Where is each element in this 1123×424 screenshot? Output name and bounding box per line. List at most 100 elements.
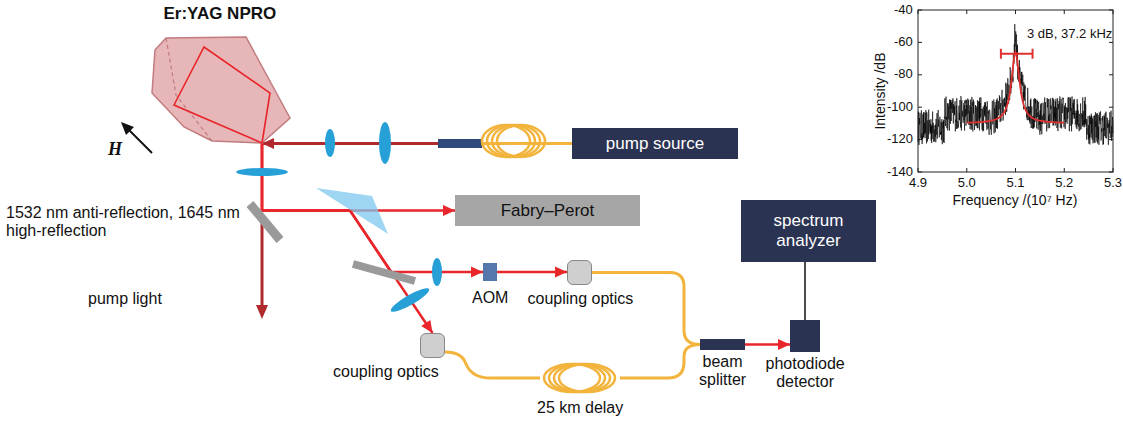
- fiber-connector: [438, 139, 482, 148]
- node-label: Er:YAG NPRO: [164, 4, 277, 24]
- arrowhead: [471, 267, 483, 278]
- fiber-loop: [497, 125, 545, 157]
- lens: [388, 285, 431, 316]
- fiber-line: [592, 273, 700, 345]
- connector: [445, 352, 540, 378]
- tick: [918, 42, 922, 43]
- detector: photodiode detector: [790, 320, 820, 352]
- tick: [918, 172, 922, 173]
- fiber-line: [620, 345, 700, 379]
- fiber-line: [445, 352, 540, 378]
- fiber-loop: [492, 125, 540, 157]
- fiber-coil: [540, 362, 620, 394]
- lens: [236, 168, 288, 176]
- dichroic-mirror: [250, 204, 280, 240]
- tick: [918, 10, 922, 11]
- spectrum-trace: [918, 24, 1113, 145]
- node-label: photodiode detector: [766, 355, 845, 392]
- axis-label: Frequency /(10⁷ Hz): [953, 192, 1078, 208]
- node-label: coupling optics: [333, 363, 439, 381]
- spectrum-chart: [918, 10, 1113, 172]
- tick: [966, 168, 967, 172]
- tick: [1109, 172, 1113, 173]
- coupler: coupling optics: [420, 333, 445, 358]
- arrowhead: [555, 267, 567, 278]
- tick: [1064, 168, 1065, 172]
- node-label: AOM: [472, 289, 508, 307]
- plot-frame: [918, 10, 1113, 172]
- axis-label: Intensity /dB: [872, 53, 888, 130]
- lens: [379, 122, 391, 164]
- fiber-coil: [482, 125, 545, 157]
- crystal-outline: [150, 35, 290, 145]
- annotation: 3 dB, 37.2 kHz: [1027, 27, 1112, 42]
- lorentz-fit: [967, 52, 1065, 123]
- connector: [620, 345, 700, 379]
- fiber-loop: [544, 364, 600, 392]
- fiber-loop: [554, 364, 610, 392]
- beam-line: [482, 142, 572, 145]
- beam-line: [262, 142, 438, 145]
- fiber-loop: [487, 125, 535, 157]
- source-box: pump source: [572, 128, 738, 159]
- note-label: H: [108, 139, 122, 160]
- axis-label: -40: [894, 3, 913, 18]
- fiber-loop: [549, 364, 605, 392]
- tick: [1113, 168, 1114, 172]
- node-label: beam splitter: [699, 353, 746, 390]
- tick: [918, 168, 919, 172]
- arrowhead: [778, 339, 790, 350]
- tick: [1015, 10, 1016, 14]
- tick: [918, 10, 919, 14]
- arrowhead: [421, 320, 432, 333]
- axis-label: -100: [887, 100, 913, 115]
- field-arrow: [128, 129, 152, 153]
- axis-label: 4.9: [909, 176, 927, 191]
- node-label: 25 km delay: [537, 399, 623, 417]
- beam-line: [804, 262, 806, 320]
- tick: [1109, 139, 1113, 140]
- width-marker: [1032, 49, 1034, 59]
- modulator: AOM: [483, 263, 497, 281]
- field-arrowhead: [121, 122, 134, 135]
- width-marker: [1001, 53, 1033, 55]
- mirror: [353, 264, 415, 281]
- fiber-splitter: beam splitter: [700, 339, 745, 350]
- crystal-body: [152, 37, 290, 143]
- instrument-box: spectrum analyzer: [741, 200, 876, 262]
- connector: [745, 339, 790, 350]
- connector: [262, 143, 483, 278]
- laser-crystal: Er:YAG NPRO: [150, 35, 290, 145]
- lens: [325, 129, 335, 157]
- axis-label: -60: [894, 35, 913, 50]
- note-label: pump light: [88, 290, 162, 308]
- connector: [592, 273, 700, 345]
- tick: [1064, 10, 1065, 14]
- connector: [805, 262, 806, 320]
- connector: [497, 267, 567, 278]
- tick: [918, 107, 922, 108]
- axis-label: 5.1: [1007, 176, 1025, 191]
- tick: [1109, 74, 1113, 75]
- arrowhead: [443, 205, 455, 216]
- pump-light-beam: [261, 215, 264, 306]
- tick: [966, 10, 967, 14]
- axis-label: 5.3: [1104, 176, 1122, 191]
- prism: [316, 188, 388, 234]
- tick: [1109, 10, 1113, 11]
- node-label: pump source: [606, 134, 704, 154]
- width-marker: [1000, 49, 1002, 59]
- ring-beam: [174, 47, 270, 143]
- fiber-delay: 25 km delay: [540, 362, 620, 394]
- tick: [1015, 168, 1016, 172]
- instrument-box: Fabry–Perot: [455, 195, 640, 226]
- node-label: Fabry–Perot: [501, 201, 595, 221]
- tick: [1109, 107, 1113, 108]
- coupler: coupling optics: [567, 260, 592, 285]
- tick: [918, 74, 922, 75]
- tick: [1109, 42, 1113, 43]
- node-label: spectrum analyzer: [749, 211, 868, 250]
- axis-label: 5.0: [958, 176, 976, 191]
- connector: [262, 138, 572, 149]
